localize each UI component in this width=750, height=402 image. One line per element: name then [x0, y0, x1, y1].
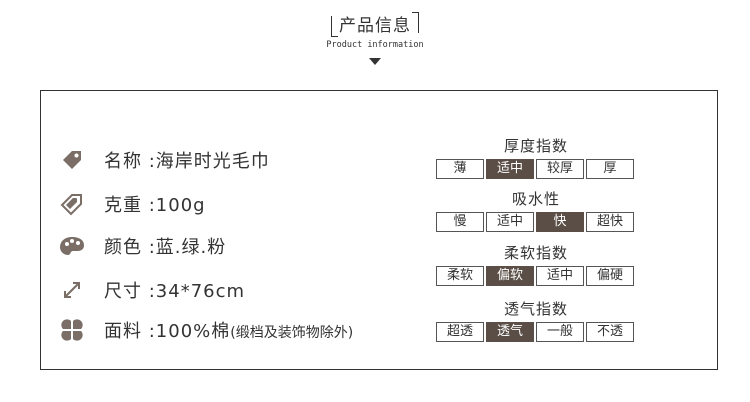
- rating-title: 吸水性: [511, 190, 560, 208]
- rating-option: 超透: [436, 322, 484, 342]
- spec-row-weight: 克重 :100g: [58, 189, 206, 219]
- resize-arrow-icon: [58, 276, 86, 304]
- rating-option: 慢: [436, 212, 484, 232]
- rating-thickness: 厚度指数 薄 适中 较厚 厚: [436, 136, 636, 179]
- palette-icon: [58, 232, 86, 260]
- spec-row-fabric: 面料 :100%棉(缎档及装饰物除外): [58, 315, 353, 345]
- spec-row-color: 颜色 :蓝.绿.粉: [58, 231, 226, 261]
- rating-breathability: 透气指数 超透 透气 一般 不透: [436, 299, 636, 342]
- spec-row-name: 名称 :海岸时光毛巾: [58, 145, 270, 175]
- section-header: 产品信息 Product information: [0, 12, 750, 65]
- product-info-panel: [40, 90, 718, 370]
- rating-option: 较厚: [536, 159, 584, 179]
- rating-option: 适中: [536, 266, 584, 286]
- rating-option: 薄: [436, 159, 484, 179]
- rating-title: 柔软指数: [503, 244, 568, 262]
- spec-text: 颜色 :蓝.绿.粉: [104, 237, 227, 258]
- section-title: 产品信息: [339, 16, 411, 36]
- rating-option: 偏硬: [586, 266, 634, 286]
- rating-title: 透气指数: [503, 300, 568, 318]
- rating-options: 超透 透气 一般 不透: [436, 322, 636, 342]
- rating-options: 柔软 偏软 适中 偏硬: [436, 266, 636, 286]
- rating-option: 超快: [586, 212, 634, 232]
- spec-text: 名称 :海岸时光毛巾: [104, 151, 270, 172]
- rating-option-selected: 快: [536, 212, 584, 232]
- clover-icon: [58, 316, 86, 344]
- rating-option: 不透: [586, 322, 634, 342]
- spec-row-size: 尺寸 :34*76cm: [58, 275, 245, 305]
- rating-option-selected: 透气: [486, 322, 534, 342]
- rating-options: 薄 适中 较厚 厚: [436, 159, 636, 179]
- spec-text: 面料 :100%棉(缎档及装饰物除外): [104, 321, 354, 342]
- rating-option-selected: 适中: [486, 159, 534, 179]
- price-tag-icon: [58, 146, 86, 174]
- title-bracket-frame: 产品信息: [331, 12, 419, 38]
- rating-option-selected: 偏软: [486, 266, 534, 286]
- section-subtitle: Product information: [326, 40, 424, 50]
- spec-text: 尺寸 :34*76cm: [104, 281, 246, 302]
- rating-option: 一般: [536, 322, 584, 342]
- down-triangle-icon: [369, 58, 381, 65]
- rating-option: 厚: [586, 159, 634, 179]
- rating-absorbency: 吸水性 慢 适中 快 超快: [436, 189, 636, 232]
- rating-option: 柔软: [436, 266, 484, 286]
- weight-tag-icon: [58, 190, 86, 218]
- right-bracket: [412, 12, 419, 33]
- spec-text: 克重 :100g: [104, 195, 206, 216]
- rating-title: 厚度指数: [503, 137, 568, 155]
- rating-options: 慢 适中 快 超快: [436, 212, 636, 232]
- left-bracket: [331, 16, 338, 37]
- rating-option: 适中: [486, 212, 534, 232]
- rating-softness: 柔软指数 柔软 偏软 适中 偏硬: [436, 243, 636, 286]
